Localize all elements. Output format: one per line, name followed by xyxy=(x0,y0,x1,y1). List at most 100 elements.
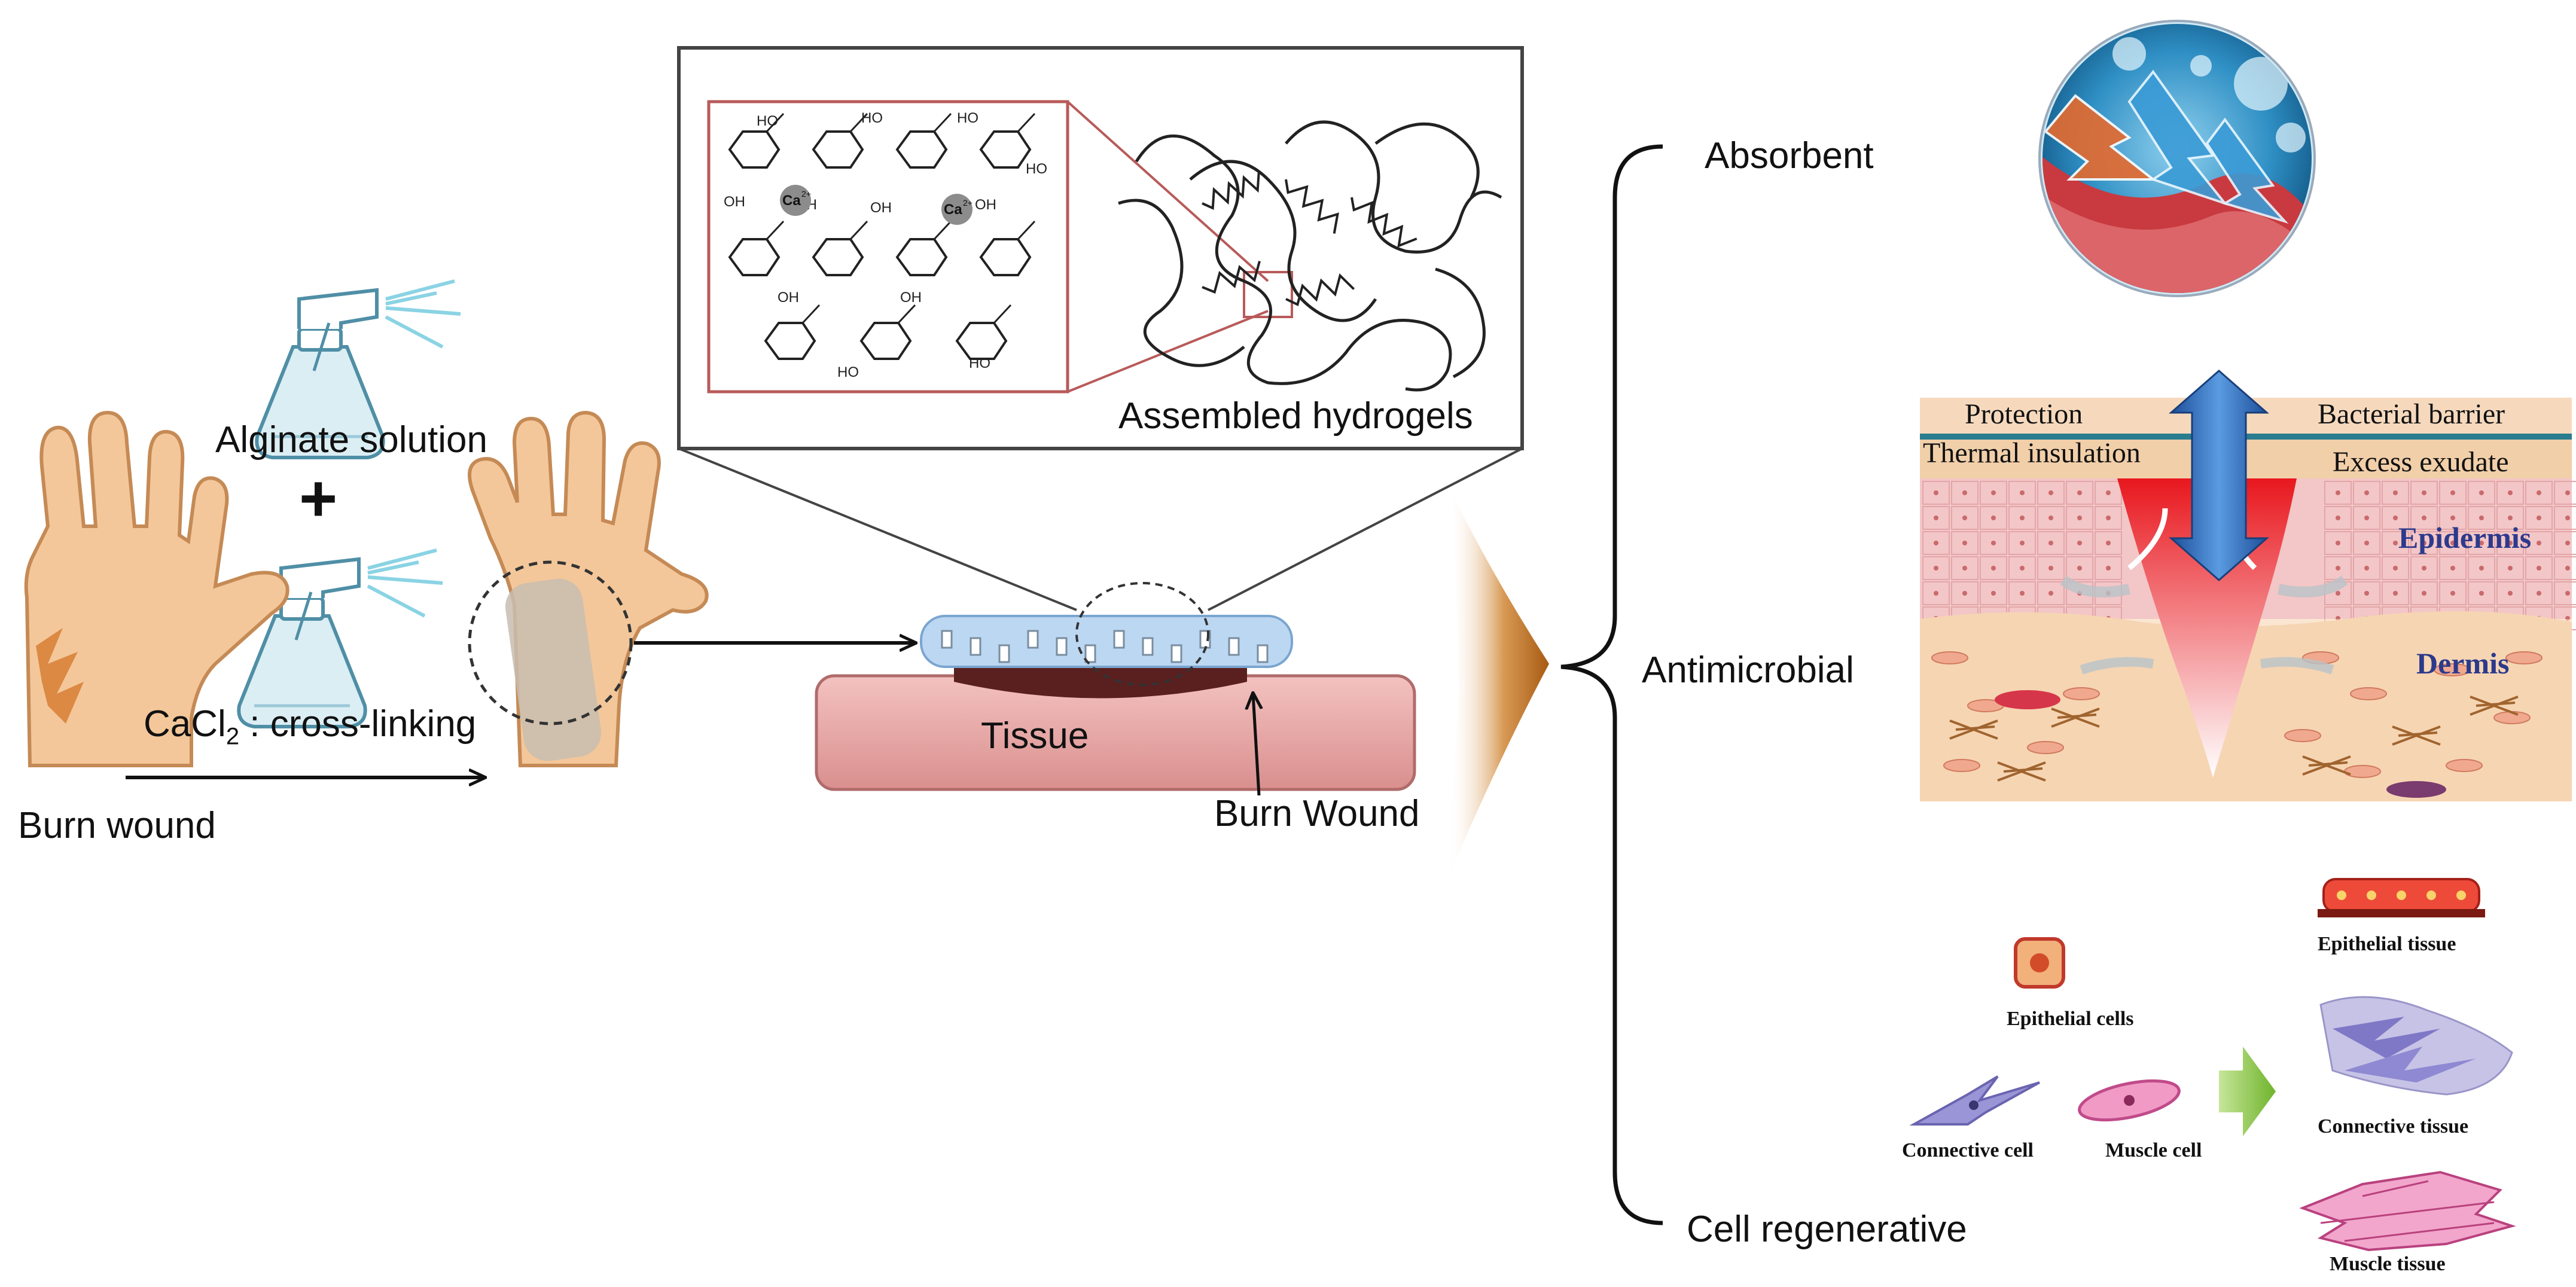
cell-nucleus xyxy=(2364,566,2369,571)
hydrogel-particle xyxy=(970,637,981,656)
cell-nucleus xyxy=(2479,591,2484,596)
epidermis-cell xyxy=(2439,481,2467,505)
epidermis-cell xyxy=(2439,506,2467,530)
epidermis-cell xyxy=(2008,556,2036,580)
protection-label: Protection xyxy=(1965,398,2083,430)
epidermis-cell xyxy=(2353,581,2380,605)
cell-nucleus xyxy=(2565,490,2570,495)
epidermis-cell xyxy=(2554,531,2576,555)
epidermis-cell xyxy=(2353,531,2380,555)
sugar-ring xyxy=(728,130,781,169)
epidermis-cell xyxy=(2439,556,2467,580)
cell-nucleus xyxy=(2508,591,2513,596)
sugar-ring xyxy=(955,322,1008,360)
crosslink-zigzag xyxy=(1202,171,1260,211)
epidermis-cell xyxy=(2468,581,2495,605)
epidermis-cell xyxy=(2525,531,2553,555)
calcium-ion-charge: 2+ xyxy=(963,198,973,208)
epidermis-cell xyxy=(2439,581,2467,605)
crosslink-zigzag xyxy=(1351,197,1417,248)
epidermis-cell xyxy=(2037,481,2065,505)
burned-hand-icon xyxy=(24,410,289,767)
absorbent-sphere-icon xyxy=(2038,20,2316,297)
epidermis-cell xyxy=(2008,531,2036,555)
epidermis-cell xyxy=(2554,506,2576,530)
cell-nucleus xyxy=(2048,490,2053,495)
cell-nucleus xyxy=(2364,516,2369,520)
functional-group-label: OH xyxy=(778,289,799,306)
epithelial-tissue-nucleus xyxy=(2337,890,2346,900)
ring-bond xyxy=(933,220,952,240)
epidermis-cell xyxy=(1951,581,1979,605)
cell-nucleus xyxy=(2106,516,2111,520)
calcium-ion-label: Ca xyxy=(944,202,962,218)
cell-nucleus xyxy=(2106,541,2111,545)
collagen-fiber xyxy=(1997,761,2046,782)
cell-nucleus xyxy=(2450,490,2455,495)
hydrogel-particle xyxy=(1113,630,1125,649)
epidermis-cell xyxy=(2037,581,2065,605)
sugar-ring xyxy=(859,322,912,360)
cell-nucleus xyxy=(2537,591,2541,596)
epidermis-cell xyxy=(1951,506,1979,530)
crosslink-zigzag xyxy=(1202,261,1261,294)
sugar-ring xyxy=(812,130,864,169)
cell-nucleus xyxy=(2077,566,2082,571)
crosslink-text: : cross-linking xyxy=(239,703,477,745)
epidermis-cell xyxy=(2410,581,2438,605)
hydrogel-particle xyxy=(1257,644,1269,663)
cell-nucleus xyxy=(2077,541,2082,545)
cell-nucleus xyxy=(1991,566,1996,571)
hydrogel-layer xyxy=(920,615,1293,668)
calcium-ion-label: Ca xyxy=(782,193,801,209)
crosslinker-name: CaCl xyxy=(144,703,226,745)
cell-nucleus xyxy=(2048,541,2053,545)
cell-nucleus xyxy=(1962,516,1967,520)
cell-nucleus xyxy=(2020,490,2025,495)
cell-nucleus xyxy=(2422,490,2426,495)
functional-group-label: HO xyxy=(757,113,778,129)
sugar-ring xyxy=(979,130,1032,169)
dermis-cell xyxy=(2063,687,2100,700)
epidermis-cell xyxy=(2525,581,2553,605)
cell-nucleus xyxy=(1991,516,1996,520)
epidermis-cell xyxy=(2496,481,2524,505)
inset-zoom-left-line xyxy=(678,447,1077,611)
cell-nucleus xyxy=(2020,591,2025,596)
epidermis-cell xyxy=(2353,506,2380,530)
cell-nucleus xyxy=(2048,591,2053,596)
crosslinking-label: CaCl2 : cross-linking xyxy=(144,703,476,750)
epidermis-cell xyxy=(2468,556,2495,580)
epidermis-cell xyxy=(2353,481,2380,505)
epidermis-cell xyxy=(2496,581,2524,605)
epithelial-tissue-nucleus xyxy=(2397,890,2406,900)
epithelial-tissue-nucleus xyxy=(2426,890,2436,900)
cell-nucleus xyxy=(2106,566,2111,571)
calcium-ion xyxy=(941,194,973,225)
tissue-label: Tissue xyxy=(981,715,1089,757)
cell-nucleus xyxy=(1934,516,1938,520)
cell-nucleus xyxy=(2508,516,2513,520)
epidermis-cell xyxy=(1951,531,1979,555)
ring-bond xyxy=(849,220,868,240)
functional-group-label: HO xyxy=(969,355,990,371)
muscle-tissue-icon xyxy=(2299,1170,2516,1252)
functional-group-label: HO xyxy=(1026,161,1047,177)
cell-nucleus xyxy=(2537,490,2541,495)
ring-bond xyxy=(993,304,1012,324)
epidermis-cell xyxy=(2324,506,2352,530)
sugar-ring xyxy=(764,322,816,360)
epidermis-cell xyxy=(2037,531,2065,555)
dermis-cell xyxy=(2284,729,2321,742)
cell-nucleus xyxy=(1934,490,1938,495)
cell-nucleus xyxy=(2479,566,2484,571)
epidermis-cell xyxy=(2525,481,2553,505)
cell-nucleus xyxy=(2422,591,2426,596)
cell-regenerative-label: Cell regenerative xyxy=(1687,1209,1967,1250)
cell-nucleus xyxy=(2020,566,2025,571)
epidermis-cell xyxy=(2382,531,2409,555)
dermis-cell xyxy=(2446,759,2483,772)
plus-sign: + xyxy=(299,462,338,535)
hydrogel-particle xyxy=(1027,630,1039,649)
